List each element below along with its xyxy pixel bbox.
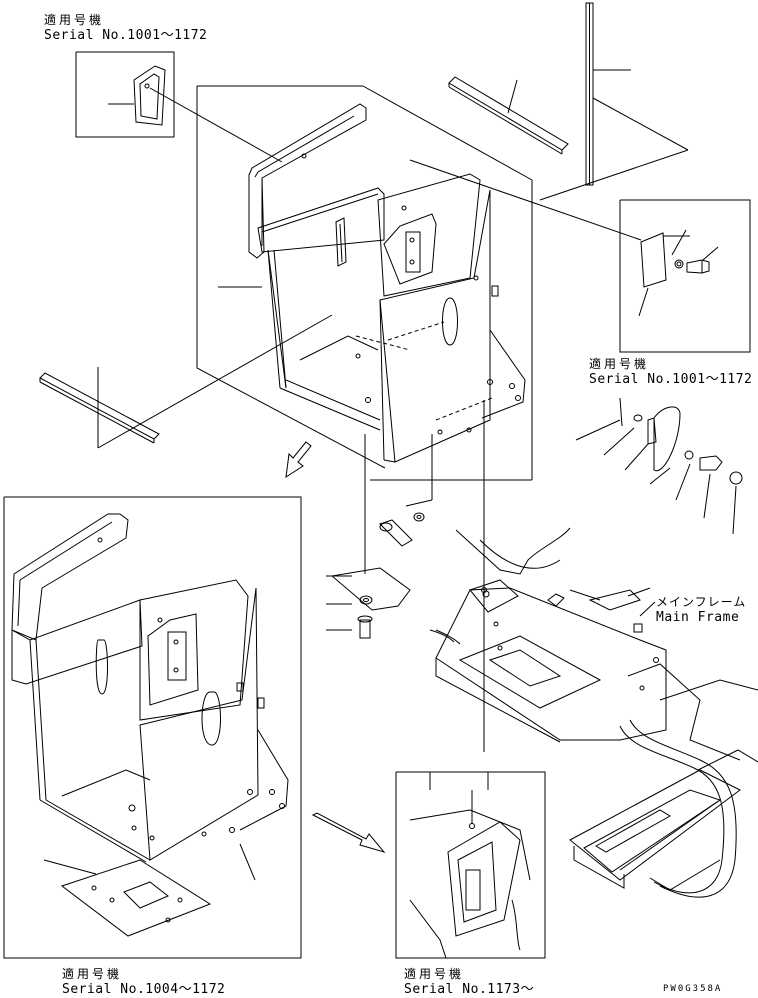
serial-label-bottom-right: 適用号機 Serial No.1173～ <box>404 966 534 998</box>
arrow-to-detail-right <box>313 813 384 852</box>
rubber-strip-left <box>40 315 332 448</box>
serial-range-text: Serial No.1173～ <box>404 982 535 997</box>
hardware-right <box>576 398 742 534</box>
serial-label-right: 適用号機 Serial No.1001～1172 <box>589 356 752 388</box>
rubber-strips-top <box>449 3 688 200</box>
applicable-model-label: 適用号機 <box>589 357 650 371</box>
applicable-model-label: 適用号機 <box>62 967 123 981</box>
cab-frame-upper <box>218 104 525 462</box>
main-frame-label: メインフレーム Main Frame <box>656 594 746 626</box>
serial-range-text: Serial No.1001～1172 <box>44 28 208 43</box>
hardware-middle <box>326 400 484 752</box>
main-frame-en-label: Main Frame <box>656 610 740 625</box>
detail-box-right <box>410 160 750 352</box>
serial-range-text: Serial No.1001～1172 <box>589 372 753 387</box>
main-frame <box>430 528 758 760</box>
detail-box-bottom-left <box>4 497 301 958</box>
applicable-model-label: 適用号機 <box>44 13 105 27</box>
detail-box-top-left <box>76 52 282 162</box>
detail-box-bottom-right <box>396 772 545 958</box>
main-frame-jp-label: メインフレーム <box>656 595 747 609</box>
serial-label-top-left: 適用号機 Serial No.1001～1172 <box>44 12 207 44</box>
main-assembly-box <box>197 86 532 480</box>
serial-label-bottom-left: 適用号機 Serial No.1004～1172 <box>62 966 225 998</box>
arrow-to-detail-left <box>286 442 311 477</box>
drawing-id: PW0G358A <box>663 984 723 994</box>
applicable-model-label: 適用号機 <box>404 967 465 981</box>
step-tread <box>570 720 758 897</box>
serial-range-text: Serial No.1004～1172 <box>62 982 226 997</box>
